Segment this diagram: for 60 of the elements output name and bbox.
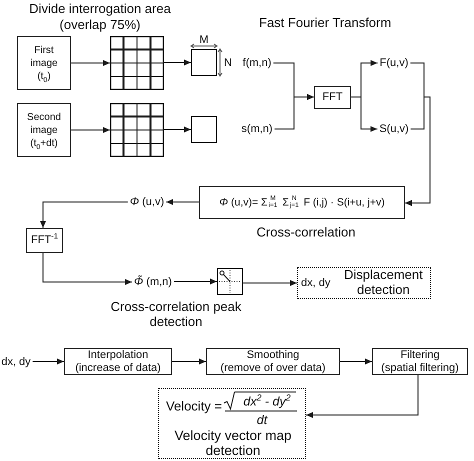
variable-label: F(u,v) xyxy=(380,57,408,69)
process-description: (remove of over data) xyxy=(220,362,326,374)
arrow xyxy=(70,60,110,66)
arrow xyxy=(40,202,128,228)
arrow xyxy=(164,126,192,132)
process-box xyxy=(206,348,340,375)
dimension-label: M xyxy=(199,34,209,46)
process-description: (spatial filtering) xyxy=(381,362,459,374)
arrow xyxy=(274,94,314,130)
process-box xyxy=(26,228,63,253)
arrow xyxy=(164,60,192,66)
arrow xyxy=(340,358,372,364)
arrow xyxy=(166,199,200,205)
process-title: Interpolation xyxy=(88,349,148,362)
correlation-peak-drawing xyxy=(217,268,243,295)
arrow xyxy=(404,96,430,206)
interrogation-grid-drawing xyxy=(110,36,164,90)
variable-label: Φ (u,v) xyxy=(130,196,164,208)
interrogation-window-box xyxy=(191,49,217,76)
numerator-text: dx$^{2}$ - dy$^{2}$ xyxy=(243,396,291,408)
result-label: Velocity vector map detection xyxy=(173,429,293,458)
formula-text: Φ (u,v)= Σ$_{i=1}$$^{M}$ Σ$_{j=1}$$^{N}$ F (i,j) · S(i+u, j+v) xyxy=(219,196,385,210)
step-caption: Cross-correlation peak detection xyxy=(110,299,242,329)
arrow xyxy=(70,127,110,133)
interrogation-window-box xyxy=(191,116,217,143)
process-label: FFT xyxy=(322,91,343,104)
arrow xyxy=(242,280,298,286)
process-box xyxy=(64,348,172,375)
image-box xyxy=(17,103,71,157)
process-description: (increase of data) xyxy=(75,362,161,374)
section-heading: Fast Fourier Transform xyxy=(259,15,392,30)
process-box xyxy=(314,86,351,109)
image-box xyxy=(17,36,71,90)
denominator-text: dt xyxy=(256,412,268,428)
variable-label: S(u,v) xyxy=(379,123,409,135)
interrogation-grid-drawing xyxy=(110,103,164,157)
arrow xyxy=(172,358,206,364)
process-box xyxy=(372,348,468,375)
arrow xyxy=(42,252,133,285)
variable-label: f(m,n) xyxy=(242,57,272,69)
image-label: First image (t$_{0}$) xyxy=(29,44,59,82)
image-label: Second image (t$_{0}$+dt) xyxy=(26,110,62,150)
result-box xyxy=(297,267,431,299)
process-title: Filtering xyxy=(400,349,440,362)
equation-text: Velocity = xyxy=(166,400,222,414)
dimension-label: N xyxy=(224,57,232,69)
step-caption: Cross-correlation xyxy=(256,224,356,240)
result-box xyxy=(158,388,306,459)
section-heading: Divide interrogation area (overlap 75%) xyxy=(28,1,172,33)
arrow xyxy=(173,278,218,284)
result-label: Displacement detection xyxy=(342,268,424,298)
variable-label: s(m,n) xyxy=(241,123,273,135)
variable-label: Φ̃ (m,n) xyxy=(134,276,172,288)
process-label: FFT$^{-1}$ xyxy=(30,234,58,247)
formula-box xyxy=(199,186,405,219)
variable-label: dx, dy xyxy=(1,356,31,368)
arrow xyxy=(306,374,418,418)
arrow xyxy=(32,358,64,364)
variable-label: dx, dy xyxy=(301,276,330,290)
process-title: Smoothing xyxy=(246,349,300,362)
